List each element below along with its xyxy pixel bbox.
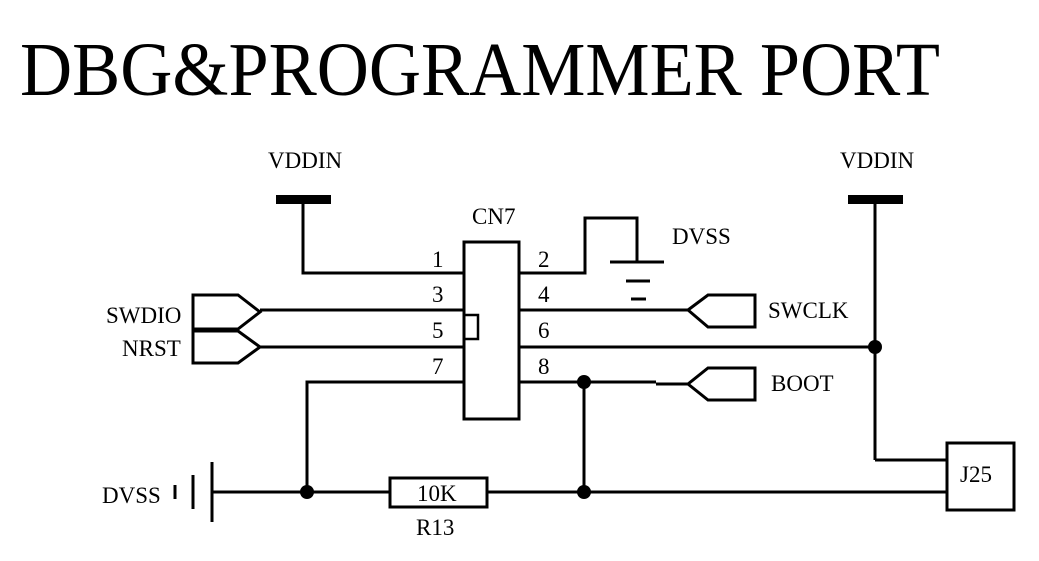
swclk-label: SWCLK — [768, 298, 849, 323]
pin-5-number: 5 — [432, 318, 444, 343]
boot-label: BOOT — [771, 371, 834, 396]
wire-pin2-dvss — [519, 216, 639, 275]
vddin-right-symbol — [848, 195, 903, 204]
dvss-top-label: DVSS — [672, 224, 731, 249]
nrst-port-symbol — [191, 329, 263, 365]
resistor-body — [388, 476, 489, 509]
wire-pin7-dvss — [305, 380, 464, 492]
connector-ref-label: CN7 — [472, 204, 515, 229]
vddin-left-label: VDDIN — [268, 148, 342, 173]
swclk-port-symbol — [685, 293, 757, 329]
vddin-left-symbol — [276, 195, 331, 204]
boot-port-symbol — [685, 366, 757, 402]
resistor-ref: R13 — [416, 515, 454, 540]
junction-pin6 — [868, 340, 882, 354]
page-title: DBG&PROGRAMMER PORT — [20, 28, 940, 112]
dvss-bottom-label: DVSS — [102, 483, 161, 508]
junction-bottom-bus — [577, 485, 591, 499]
swdio-label: SWDIO — [106, 303, 181, 328]
pin-1-number: 1 — [432, 247, 444, 272]
jumper-body — [945, 441, 1016, 512]
resistor-value: 10K — [417, 481, 457, 506]
nrst-label: NRST — [122, 336, 181, 361]
connector-key — [462, 313, 480, 341]
connector-body — [462, 240, 521, 421]
pin-8-number: 8 — [538, 354, 550, 379]
wire-pin1-vddin — [301, 204, 464, 275]
jumper-ref: J25 — [960, 462, 992, 487]
pin-3-number: 3 — [432, 282, 444, 307]
pin-2-number: 2 — [538, 247, 550, 272]
pin-4-number: 4 — [538, 282, 550, 307]
pin-7-number: 7 — [432, 354, 444, 379]
swdio-port-symbol — [191, 293, 263, 331]
vddin-right-label: VDDIN — [840, 148, 914, 173]
pin-6-number: 6 — [538, 318, 550, 343]
